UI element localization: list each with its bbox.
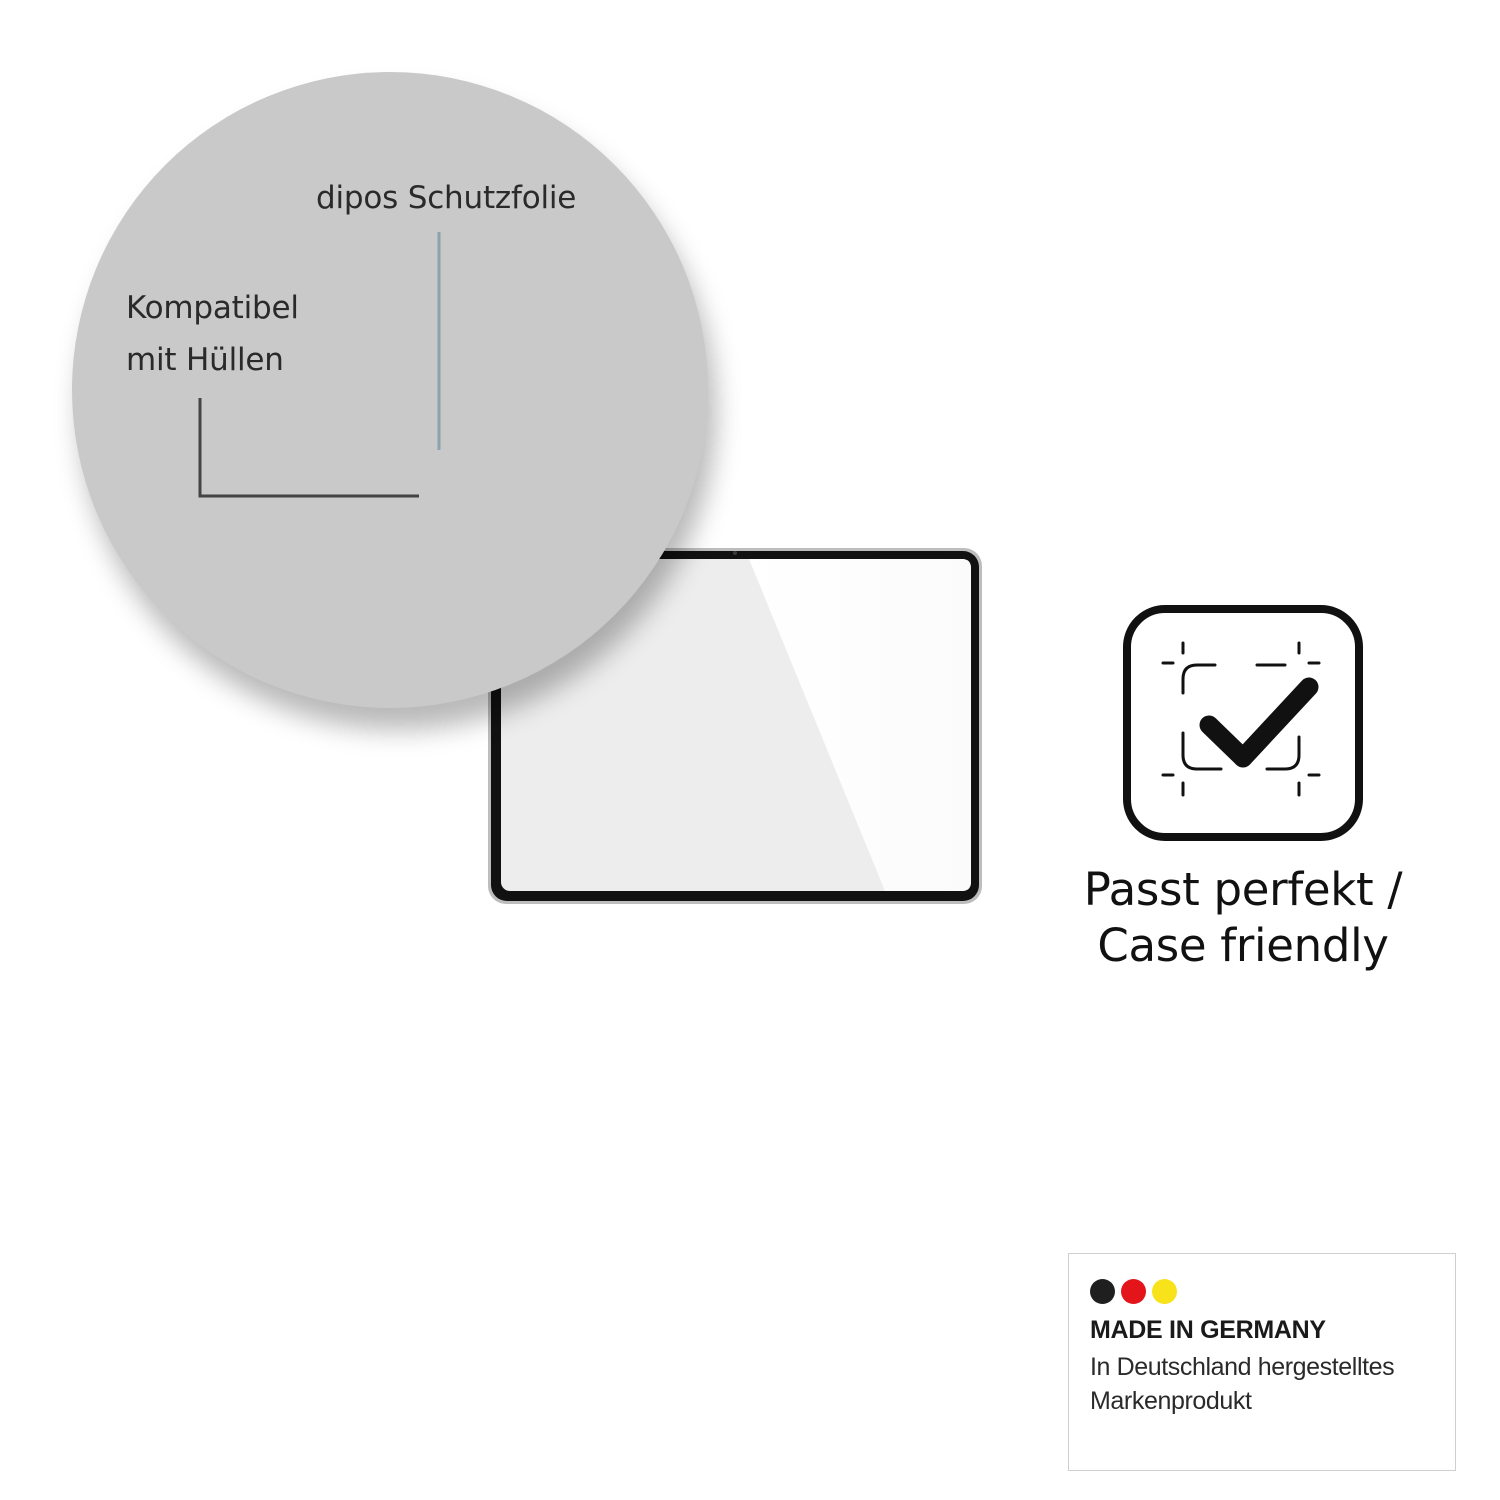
case-label-line1: Kompatibel [126, 290, 299, 326]
check-mark-icon [1199, 677, 1319, 768]
made-in-germany-badge: MADE IN GERMANY In Deutschland hergestel… [1068, 1253, 1456, 1471]
feature-title-line1: Passt perfekt / [1083, 863, 1403, 916]
badge-subtitle-line2: Markenprodukt [1090, 1387, 1252, 1415]
badge-subtitle: In Deutschland hergestelltes Markenprodu… [1090, 1350, 1395, 1418]
tablet-with-screen-protector-icon [487, 547, 983, 905]
feature-title-line2: Case friendly [1097, 919, 1389, 972]
zoom-detail-circle: dipos Schutzfolie Kompatibel mit Hüllen [72, 72, 708, 708]
camera-dot [733, 551, 737, 555]
case-callout-line [198, 398, 419, 498]
film-label: dipos Schutzfolie [316, 180, 577, 216]
gold-dot-icon [1152, 1279, 1177, 1304]
black-dot-icon [1090, 1279, 1115, 1304]
case-label-line2: mit Hüllen [126, 342, 284, 378]
badge-subtitle-line1: In Deutschland hergestelltes [1090, 1353, 1395, 1381]
feature-title: Passt perfekt / Case friendly [1040, 862, 1446, 974]
fit-check-icon [1121, 603, 1365, 843]
case-compatible-label: Kompatibel mit Hüllen [126, 282, 299, 386]
badge-title: MADE IN GERMANY [1090, 1316, 1326, 1344]
red-dot-icon [1121, 1279, 1146, 1304]
